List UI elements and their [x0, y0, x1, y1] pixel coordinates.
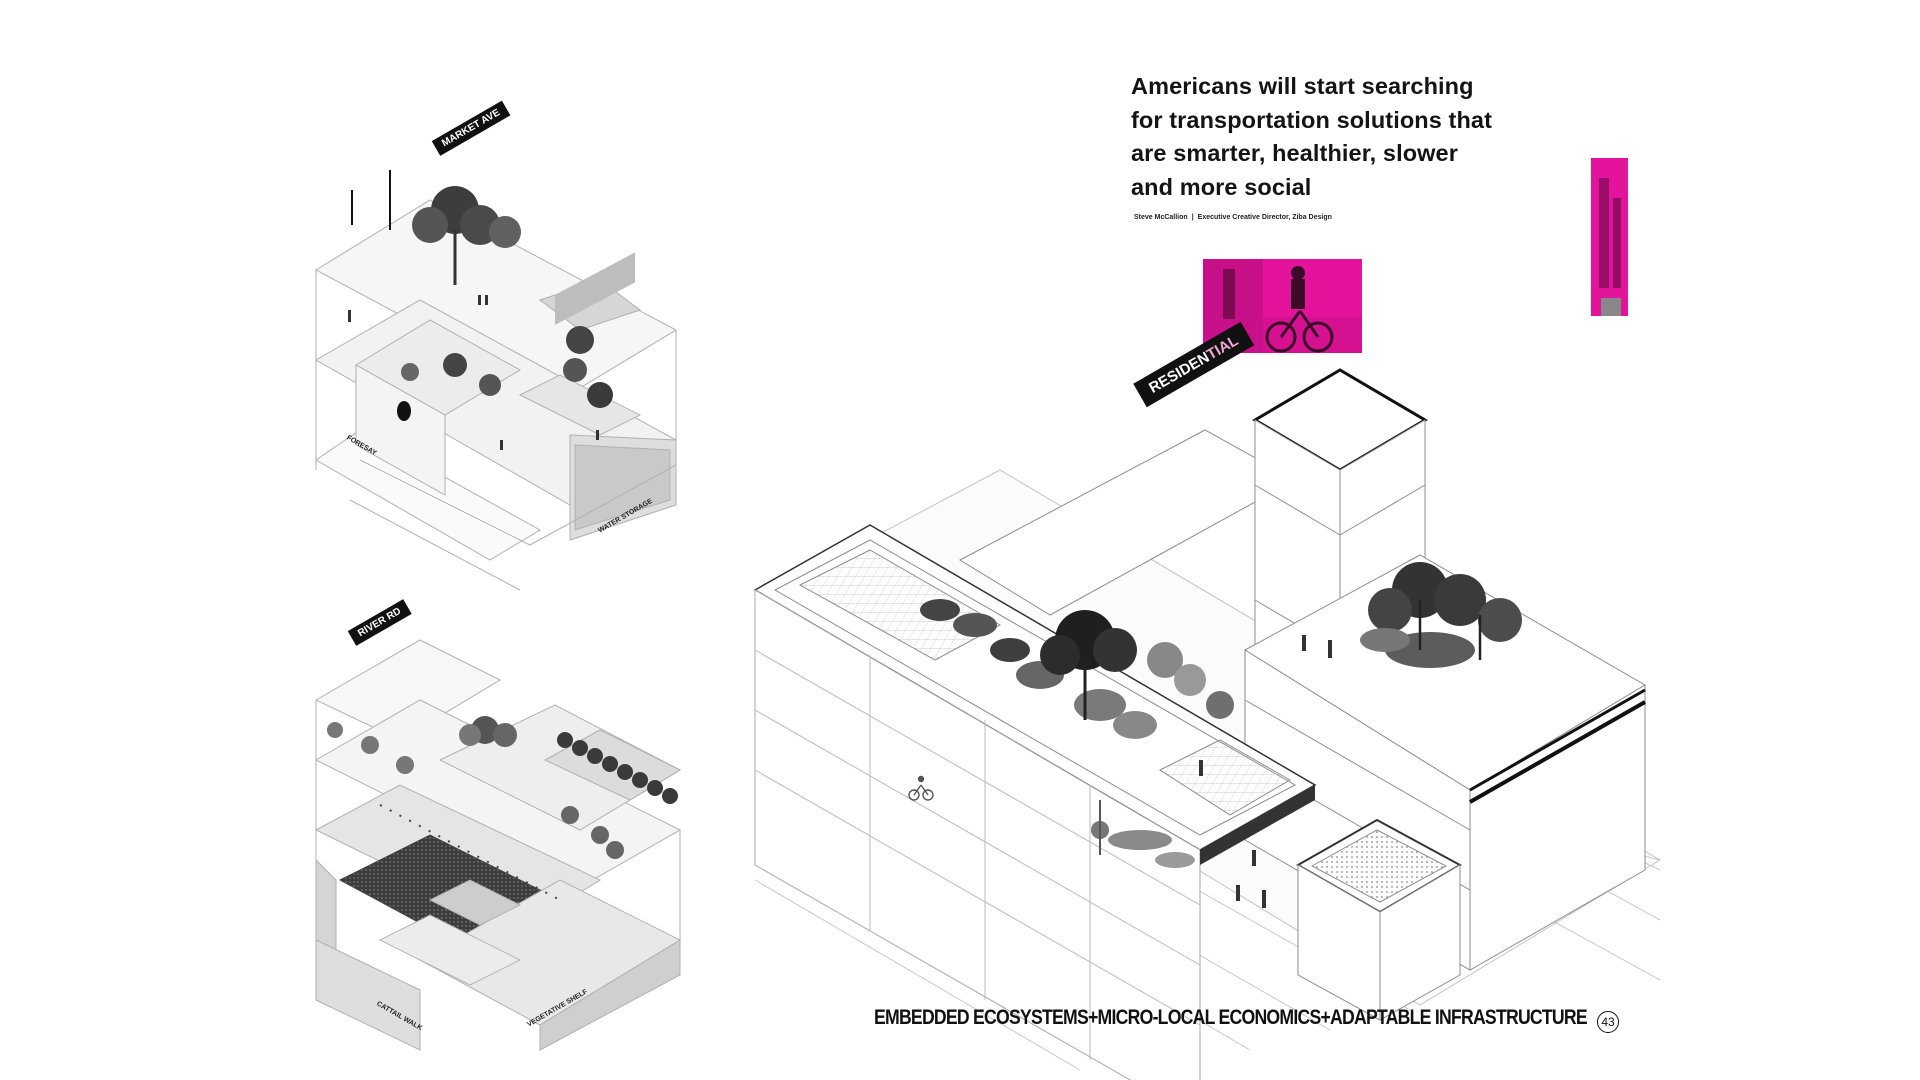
river-rd-diagram: [314, 639, 682, 1051]
pull-quote: Americans will start searching for trans…: [1131, 70, 1531, 204]
cyclist-icon: [908, 775, 934, 801]
street-photo: [1591, 158, 1628, 316]
quote-line: are smarter, healthier, slower: [1131, 140, 1458, 166]
quote-author: Steve McCallion: [1134, 214, 1188, 221]
quote-line: and more social: [1131, 173, 1312, 200]
quote-line: Americans will start searching: [1131, 73, 1474, 99]
residential-diagram: [753, 368, 1661, 1080]
page-number: 43: [1597, 1011, 1619, 1033]
tree-icon: [327, 716, 678, 859]
person-icon: [1199, 635, 1332, 908]
section-title: EMBEDDED ECOSYSTEMS+MICRO-LOCAL ECONOMIC…: [874, 1006, 1588, 1029]
attribution-separator: |: [1191, 214, 1194, 221]
quote-author-role: Executive Creative Director, Ziba Design: [1197, 214, 1332, 221]
quote-attribution: Steve McCallion|Executive Creative Direc…: [1134, 214, 1332, 221]
person-icon: [348, 295, 599, 450]
tree-icon: [401, 186, 635, 408]
quote-line: for transportation solutions that: [1131, 106, 1493, 133]
tree-icon: [920, 562, 1522, 868]
